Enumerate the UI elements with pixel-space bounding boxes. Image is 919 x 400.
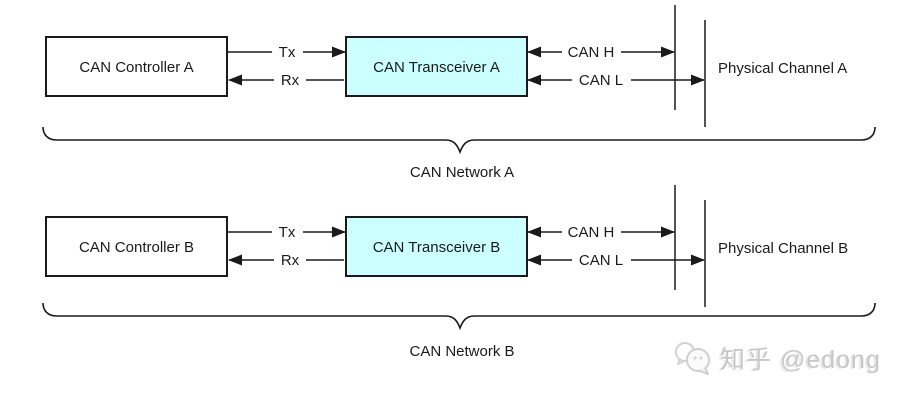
tx-label-backing bbox=[272, 44, 303, 60]
network-b-group: CAN Controller B CAN Transceiver B Tx Rx… bbox=[42, 185, 876, 360]
can-low-label: CAN L bbox=[579, 252, 623, 269]
network-label: CAN Network B bbox=[409, 343, 514, 360]
tx-label-backing bbox=[272, 224, 303, 240]
can-controller-label: CAN Controller B bbox=[79, 239, 194, 256]
rx-label: Rx bbox=[281, 252, 300, 269]
can-high-label-backing bbox=[562, 224, 621, 240]
can-high-label: CAN H bbox=[568, 224, 615, 241]
rx-label-backing bbox=[274, 72, 306, 88]
rx-label: Rx bbox=[281, 72, 300, 89]
can-low-label: CAN L bbox=[579, 72, 623, 89]
can-controller-box bbox=[45, 36, 228, 97]
can-transceiver-box bbox=[345, 216, 528, 277]
can-low-label-backing bbox=[572, 252, 631, 268]
can-low-label-backing bbox=[572, 72, 631, 88]
physical-channel-label: Physical Channel B bbox=[718, 240, 848, 257]
can-high-label-backing bbox=[562, 44, 621, 60]
network-label: CAN Network A bbox=[410, 164, 514, 181]
can-transceiver-box bbox=[345, 36, 528, 97]
physical-channel-label: Physical Channel A bbox=[718, 60, 847, 77]
can-transceiver-label: CAN Transceiver B bbox=[373, 239, 501, 256]
tx-label: Tx bbox=[279, 44, 296, 61]
tx-label: Tx bbox=[279, 224, 296, 241]
can-controller-label: CAN Controller A bbox=[79, 59, 193, 76]
network-a-group: CAN Controller A CAN Transceiver A Tx Rx… bbox=[42, 5, 876, 181]
can-controller-box bbox=[45, 216, 228, 277]
can-high-label: CAN H bbox=[568, 44, 615, 61]
can-transceiver-label: CAN Transceiver A bbox=[373, 59, 500, 76]
network-brace bbox=[42, 126, 876, 155]
rx-label-backing bbox=[274, 252, 306, 268]
network-brace bbox=[42, 302, 876, 331]
